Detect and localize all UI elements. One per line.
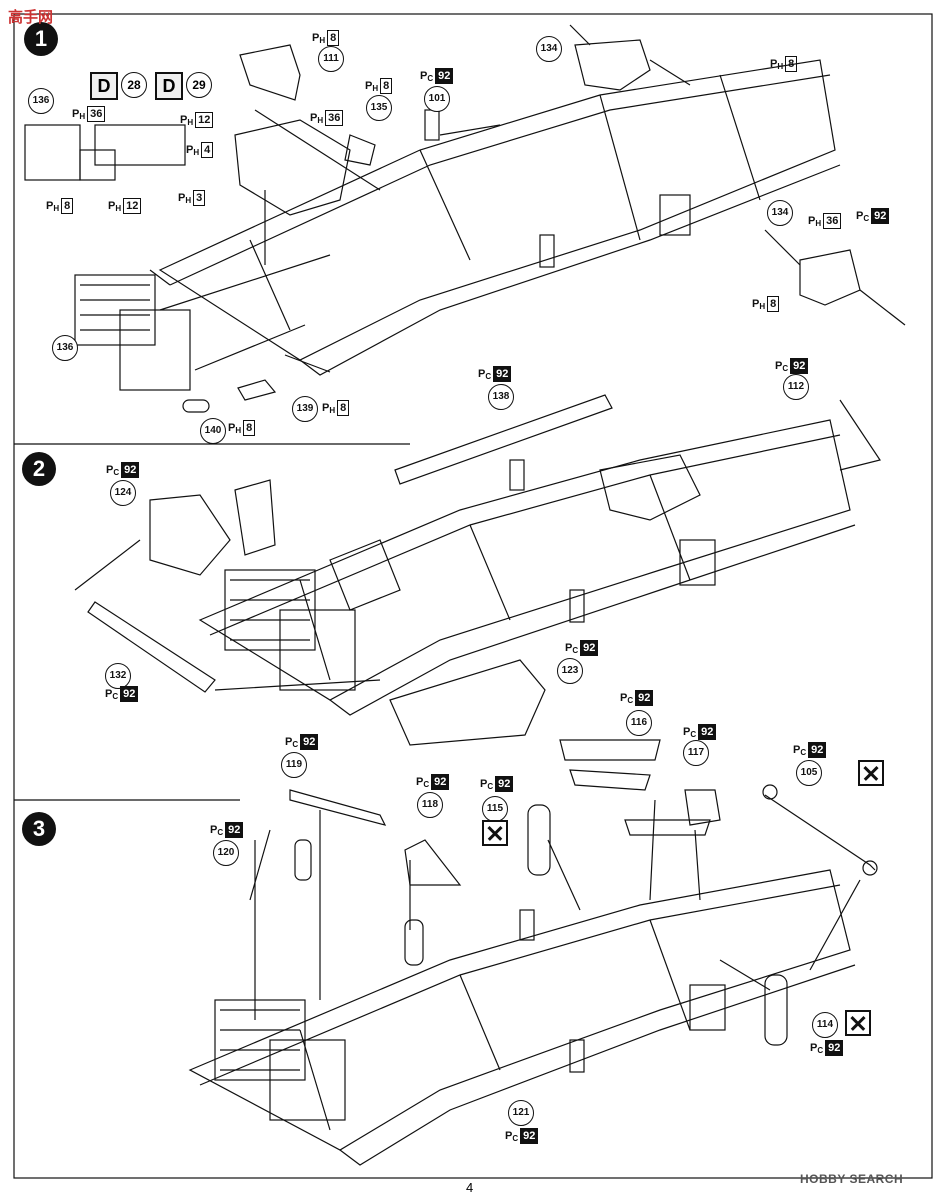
part-121: 121 [508, 1100, 534, 1126]
page-number: 4 [466, 1180, 474, 1195]
skid-plate-123 [389, 659, 546, 746]
part-116: 116 [626, 710, 652, 736]
crossmember-step2 [149, 479, 276, 576]
engine-step2 [224, 539, 401, 691]
part-135: 135 [366, 95, 392, 121]
part-140: 140 [200, 418, 226, 444]
chassis-frame-step1 [149, 59, 841, 376]
exhaust-pipe-step1 [182, 379, 277, 413]
transmission-step1 [234, 44, 381, 216]
part-120: 120 [213, 840, 239, 866]
part-136b: 136 [52, 335, 78, 361]
engine-step3 [214, 999, 346, 1121]
driveshaft-132 [87, 601, 216, 693]
driveshaft-138 [394, 394, 613, 485]
part-111: 111 [318, 46, 344, 72]
part-105: 105 [796, 760, 822, 786]
part-114: 114 [812, 1012, 838, 1038]
no-glue-icon [482, 820, 508, 846]
suspension-parts-step3 [249, 739, 878, 1046]
watermark-logo: 高手网 [8, 9, 54, 26]
part-134: 134 [536, 36, 562, 62]
chassis-frame-step2 [198, 419, 856, 716]
rear-diff-step2 [599, 454, 701, 521]
part-138: 138 [488, 384, 514, 410]
part-124: 124 [110, 480, 136, 506]
no-glue-icon [858, 760, 884, 786]
part-112: 112 [783, 374, 809, 400]
part-117: 117 [683, 740, 709, 766]
engine-inset-step1 [24, 124, 186, 181]
part-119: 119 [281, 752, 307, 778]
part-132: 132 [105, 663, 131, 689]
no-glue-icon [845, 1010, 871, 1036]
part-136: 136 [28, 88, 54, 114]
step-2-marker: 2 [22, 452, 56, 486]
differential-step1 [569, 24, 906, 326]
page-border [13, 13, 933, 1179]
step-1-marker: 1 [24, 22, 58, 56]
part-101: 101 [424, 86, 450, 112]
part-118: 118 [417, 792, 443, 818]
part-123: 123 [557, 658, 583, 684]
engine-step1 [74, 274, 191, 391]
part-134b: 134 [767, 200, 793, 226]
part-139: 139 [292, 396, 318, 422]
hobby-search-watermark: HOBBY SEARCH [800, 1172, 904, 1186]
part-115: 115 [482, 796, 508, 822]
chassis-frame-step3 [188, 869, 856, 1166]
step-3-marker: 3 [22, 812, 56, 846]
